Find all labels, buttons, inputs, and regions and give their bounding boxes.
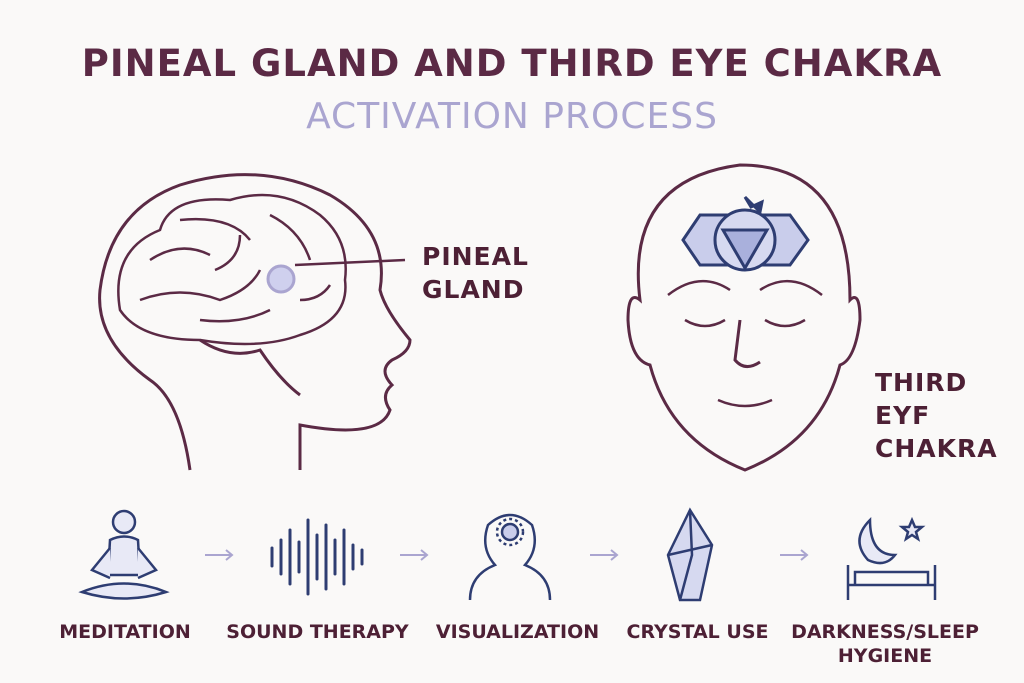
arrow-icons <box>205 549 809 561</box>
brain-head-icon <box>98 173 412 471</box>
subtitle: ACTIVATION PROCESS <box>306 96 718 137</box>
moon-bed-icon <box>846 516 937 600</box>
sound-wave-icon <box>270 518 364 596</box>
step-darkness-line2: HYGIENE <box>837 645 933 667</box>
step-sound-therapy: SOUND THERAPY <box>226 621 409 643</box>
crystal-icon <box>666 507 714 602</box>
meditation-icon <box>78 509 170 600</box>
third-label-line2: EYF <box>875 401 931 430</box>
head-chakra-icon <box>468 513 552 601</box>
third-label-line1: THIRD <box>875 368 968 397</box>
step-meditation: MEDITATION <box>59 621 191 643</box>
pineal-label-line1: PINEAL <box>422 242 529 271</box>
third-label-line3: CHAKRA <box>875 434 998 463</box>
pineal-label-line2: GLAND <box>422 275 525 304</box>
step-crystal-use: CRYSTAL USE <box>626 621 769 643</box>
title: PINEAL GLAND AND THIRD EYE CHAKRA <box>81 42 943 85</box>
pineal-gland-dot <box>266 264 296 294</box>
third-eye-chakra-icon <box>681 195 810 272</box>
step-visualization: VISUALIZATION <box>435 621 600 643</box>
face-icon <box>626 163 862 472</box>
step-darkness-sleep: DARKNESS/SLEEP HYGIENE <box>790 620 980 668</box>
third-eye-label: THIRD EYF CHAKRA <box>875 366 998 465</box>
pineal-gland-label: PINEAL GLAND <box>422 240 529 306</box>
step-darkness-line1: DARKNESS/SLEEP <box>791 621 979 643</box>
